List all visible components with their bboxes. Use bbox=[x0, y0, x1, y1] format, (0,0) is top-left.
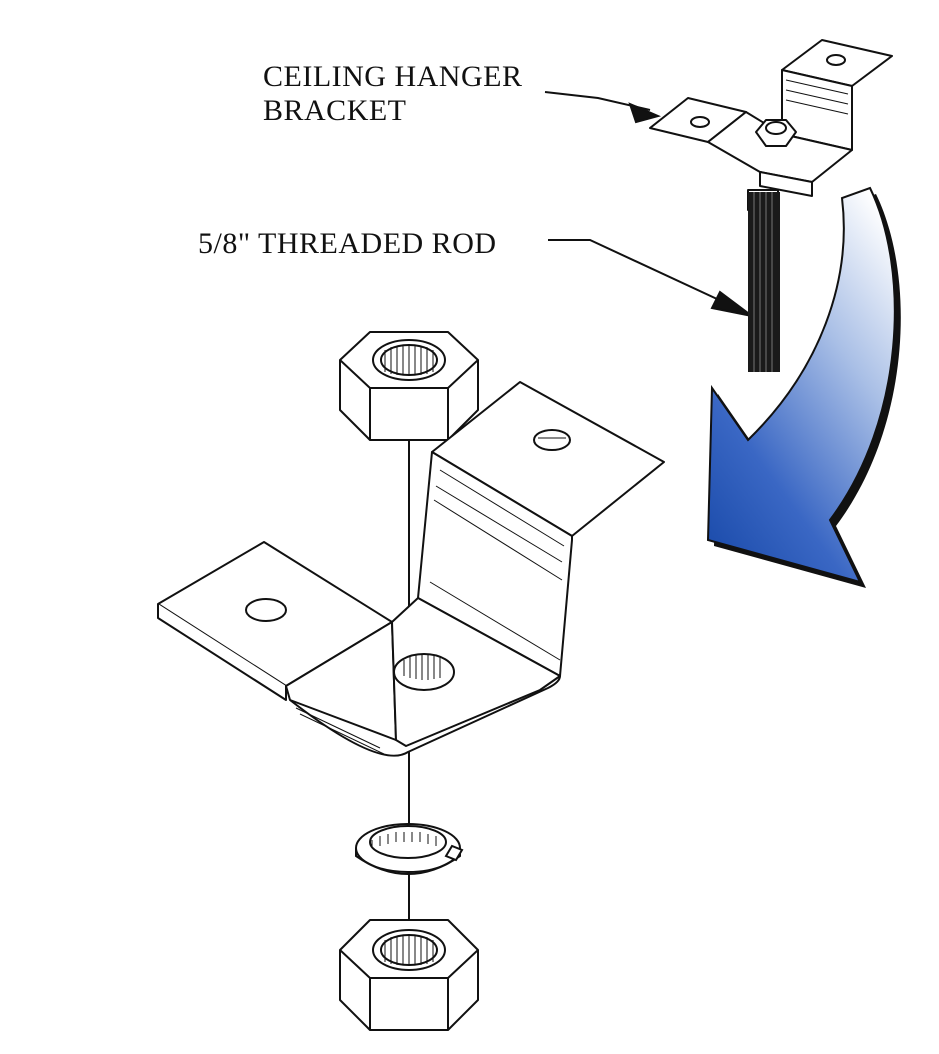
top-hex-nut bbox=[339, 331, 479, 441]
ceiling-hanger-bracket-label: CEILING HANGER BRACKET bbox=[263, 60, 522, 128]
ceiling-hanger-leader bbox=[544, 91, 662, 124]
bottom-hex-nut bbox=[339, 919, 479, 1031]
lock-washer bbox=[355, 823, 464, 875]
threaded-rod bbox=[748, 192, 780, 372]
curved-arrow-icon bbox=[706, 186, 901, 588]
ceiling-hanger-label-line2: BRACKET bbox=[263, 94, 407, 127]
assembled-hanger-bracket bbox=[649, 39, 893, 211]
threaded-rod-leader bbox=[548, 239, 753, 317]
ceiling-hanger-bracket bbox=[157, 381, 665, 757]
threaded-rod-label: 5/8" THREADED ROD bbox=[198, 227, 497, 260]
ceiling-hanger-label-line1: CEILING HANGER bbox=[263, 60, 523, 93]
